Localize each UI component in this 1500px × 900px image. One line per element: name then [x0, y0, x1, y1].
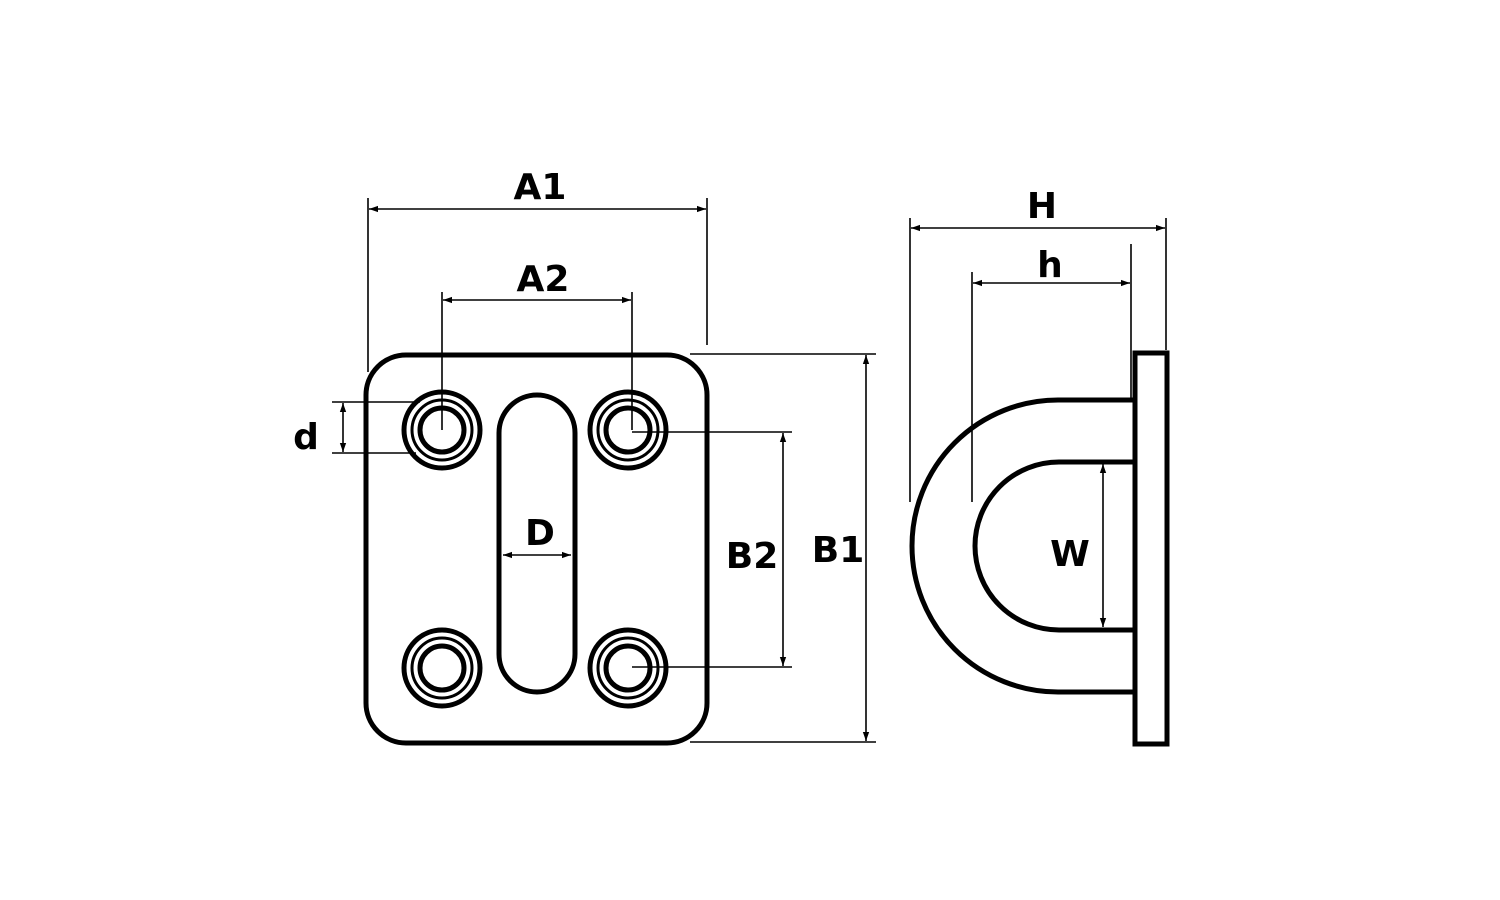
- dimension-H: H: [909, 186, 1167, 502]
- mounting-hole-bottom-left: [401, 627, 483, 709]
- front-view: [363, 352, 710, 746]
- eye-loop-inner: [972, 459, 1134, 633]
- dimension-slot-width: D: [503, 513, 571, 559]
- eye-loop-outer: [909, 397, 1134, 695]
- dimension-b2: B2: [632, 431, 792, 668]
- side-view: [909, 350, 1170, 747]
- dimension-b1: B1: [690, 353, 876, 743]
- dimension-a2: A2: [441, 259, 633, 430]
- label-H: H: [1027, 186, 1057, 227]
- label-W: W: [1050, 534, 1090, 575]
- label-a2: A2: [517, 259, 570, 300]
- base-plate: [363, 352, 710, 746]
- label-D: D: [525, 513, 555, 554]
- dimension-d-hole: d: [293, 401, 420, 458]
- label-d: d: [293, 417, 319, 458]
- flange: [1132, 350, 1170, 747]
- dimension-a1: A1: [367, 167, 708, 372]
- dimension-W: W: [1050, 464, 1107, 627]
- label-h: h: [1037, 245, 1063, 286]
- label-b1: B1: [812, 530, 865, 571]
- mounting-hole-top-right: [587, 389, 669, 471]
- dimension-h: h: [971, 244, 1132, 502]
- mounting-hole-bottom-right: [587, 627, 669, 709]
- label-b2: B2: [726, 536, 779, 577]
- label-a1: A1: [514, 167, 567, 208]
- center-slot: [496, 392, 578, 695]
